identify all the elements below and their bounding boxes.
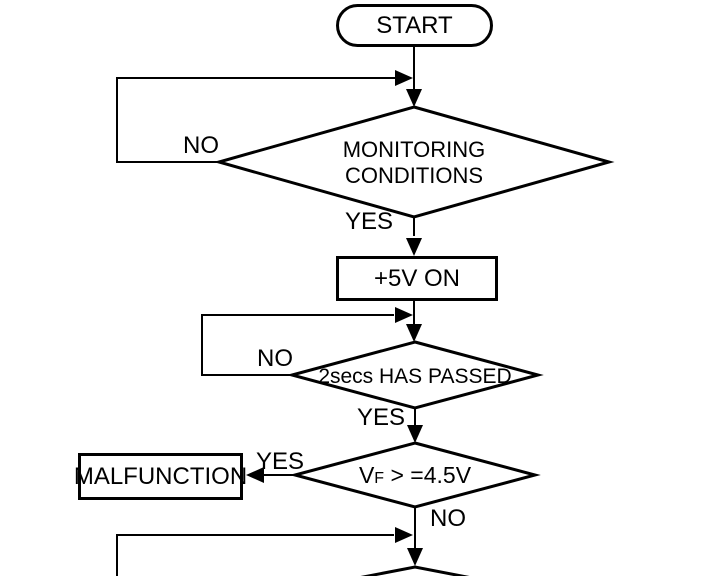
edge-label-timer-yes: YES: [357, 404, 406, 431]
edge-label-monitoring-yes: YES: [345, 208, 394, 235]
decision-timer-label: 2secs HAS PASSED: [318, 365, 512, 388]
decision-monitoring-line2: CONDITIONS: [344, 163, 484, 188]
arrowhead-into-voltage: [407, 425, 423, 443]
decision-monitoring-line1: MONITORING: [342, 137, 486, 162]
decision-voltage-label: VF > =4.5V: [325, 462, 505, 492]
edge-label-timer-no: NO: [257, 345, 293, 372]
malfunction-node: MALFUNCTION: [74, 453, 247, 500]
decision-next-diamond-partial: [360, 565, 470, 576]
voltage-condition: > =4.5V: [384, 462, 472, 488]
power-on-node: +5V ON: [336, 256, 498, 301]
malfunction-label: MALFUNCTION: [73, 462, 248, 490]
arrowhead-into-malfunction: [246, 467, 264, 483]
arrowhead-into-power: [406, 238, 422, 256]
power-on-label: +5V ON: [373, 264, 461, 292]
start-label: START: [376, 11, 453, 39]
voltage-subscript: F: [374, 470, 385, 487]
arrowhead-return-join-3: [395, 527, 413, 543]
decision-monitoring-label: MONITORING CONDITIONS: [264, 137, 564, 189]
voltage-symbol: V: [358, 462, 375, 488]
arrowhead-no-loop-join-2: [395, 307, 413, 323]
arrowhead-into-timer: [406, 324, 422, 342]
edge-timer-no-loop: [201, 314, 394, 376]
edge-label-voltage-no: NO: [430, 505, 466, 532]
edge-label-monitoring-no: NO: [183, 132, 219, 159]
arrowhead-into-next-decision: [407, 548, 423, 566]
edge-label-voltage-yes: YES: [256, 448, 305, 475]
edge-monitoring-no-loop: [116, 77, 395, 163]
arrowhead-no-loop-join-1: [395, 70, 413, 86]
start-node: START: [336, 4, 493, 47]
edge-bottom-return-join: [116, 534, 394, 576]
arrowhead-into-monitoring: [406, 89, 422, 107]
